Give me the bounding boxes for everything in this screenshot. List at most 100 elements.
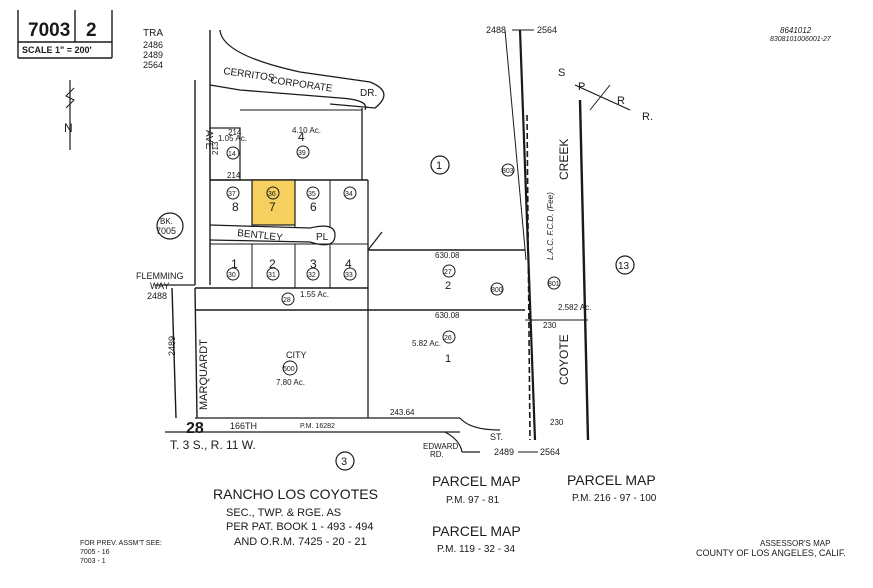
tra-code-3: 2564 [143,60,163,70]
street-cerritos: CERRITOS [223,66,276,84]
parcel-1-large: 1 [445,353,451,365]
tra-code-1: 2486 [143,40,163,50]
circle-27: 27 [444,269,452,276]
circle-33: 33 [345,272,353,279]
rancho-title: RANCHO LOS COYOTES [213,486,378,502]
assessor-map-label: ASSESSOR'S MAP [760,539,830,548]
circle-801: 801 [548,281,560,288]
acre-city: 7.80 Ac. [276,378,305,387]
circle-500: 500 [283,366,295,373]
street-creek: CREEK [557,139,571,180]
bk-number: 7005 [156,226,176,236]
parcel-lot-4: 4 [345,257,352,271]
north-arrow-letter: N [64,121,73,135]
section-28: 28 [186,420,204,437]
lacfcd-label: L.A.C. F.C.D. (Fee) [546,192,555,260]
orm: AND O.R.M. 7425 - 20 - 21 [234,536,367,548]
dimension-labels: 630.08 630.08 243.64 230 230 213 2488 24… [147,141,564,457]
dim-230: 230 [543,321,557,330]
record-id-2: 8308101006001-27 [770,36,832,43]
city-label: CITY [286,350,307,360]
map-book-number: 7003 [28,20,70,41]
sec-twp: SEC., TWP. & RGE. AS [226,507,341,519]
circle-803: 803 [502,168,514,175]
circle-14: 14 [228,151,236,158]
street-bentley: BENTLEY [237,228,284,244]
parcel-lot-2: 2 [269,257,276,271]
parcel-map-1: PARCEL MAP [432,473,521,489]
dim-214: 214 [228,128,242,137]
rr-p: P [578,81,585,93]
street-st: ST. [490,432,503,442]
parcel-1-top: 1 [436,160,442,172]
tra-2489-bottom: 2489 [494,447,514,457]
tra-2488-left: 2488 [147,291,167,301]
dim-630-08-top: 630.08 [435,251,460,260]
circle-36: 36 [268,191,276,198]
county-label: COUNTY OF LOS ANGELES, CALIF. [696,548,846,558]
parcel-6: 6 [310,200,317,214]
parcel-8: 8 [232,200,239,214]
header-box: 7003 2 SCALE 1" = 200' TRA 2486 2489 256… [17,10,832,70]
dim-630-08-bottom: 630.08 [435,311,460,320]
acre-582: 5.82 Ac. [412,339,441,348]
rr-r1: R [617,95,625,107]
street-lines [155,29,631,453]
prev-assmt-1: 7005 - 16 [80,549,110,556]
parcel-map-2: PARCEL MAP [567,472,656,488]
prev-assmt-label: FOR PREV. ASSM'T SEE: [80,540,162,547]
record-id-1: 8641012 [780,26,812,35]
acre-105: 1.05 Ac. [218,134,247,143]
circle-34: 34 [345,191,353,198]
parcel-2-large: 2 [445,280,451,292]
circle-32: 32 [308,272,316,279]
circle-35: 35 [308,191,316,198]
parcel-map-3: PARCEL MAP [432,523,521,539]
scale-label: SCALE 1" = 200' [22,45,92,55]
acre-410: 4.10 Ac. [292,126,321,135]
circle-26: 26 [444,335,452,342]
pm-119-32-34: P.M. 119 - 32 - 34 [437,544,515,555]
dim-230b: 230 [550,418,564,427]
pm-16282: P.M. 16282 [300,423,335,430]
page-number: 2 [86,20,97,41]
street-pl: PL [316,232,329,243]
township-range: T. 3 S., R. 11 W. [170,438,256,452]
dim-214b: 214 [227,171,241,180]
top-tra-code: 2488 [486,25,506,35]
street-marquardt: MARQUARDT [198,339,210,410]
prev-assmt-2: 7003 - 1 [80,558,106,565]
parcel-lot-1: 1 [231,257,238,271]
top-tra-code-right: 2564 [537,25,557,35]
circle-37: 37 [228,191,236,198]
dim-213: 213 [211,141,220,155]
street-dr: DR. [360,88,377,99]
tra-2489-left: 2489 [167,336,177,356]
parcel-7[interactable]: 7 [269,200,276,214]
street-corporate: CORPORATE [270,75,334,95]
circle-30: 30 [228,272,236,279]
pm-97-81: P.M. 97 - 81 [446,495,500,506]
tra-code-2: 2489 [143,50,163,60]
parcel-13: 13 [618,261,630,272]
circle-800: 800 [491,287,503,294]
parcel-4-top: 4 [298,130,305,144]
street-coyote: COYOTE [557,334,571,385]
dim-243-64: 243.64 [390,408,415,417]
parcel-lot-3: 3 [310,257,317,271]
acre-155: 1.55 Ac. [300,290,329,299]
street-rd: RD. [430,450,444,459]
footer: RANCHO LOS COYOTES SEC., TWP. & RGE. AS … [80,472,846,565]
parcel-3-bottom: 3 [341,456,347,468]
circle-28: 28 [283,297,291,304]
circle-39: 39 [298,150,306,157]
per-pat: PER PAT. BOOK 1 - 493 - 494 [226,521,374,533]
rr-s: S [558,67,565,79]
north-arrow: N [64,80,75,150]
street-166th: 166TH [230,421,257,431]
pm-216-97-100: P.M. 216 - 97 - 100 [572,493,657,504]
street-ave: AVE [203,130,214,150]
circle-31: 31 [268,272,276,279]
street-flemming: FLEMMING [136,271,184,281]
